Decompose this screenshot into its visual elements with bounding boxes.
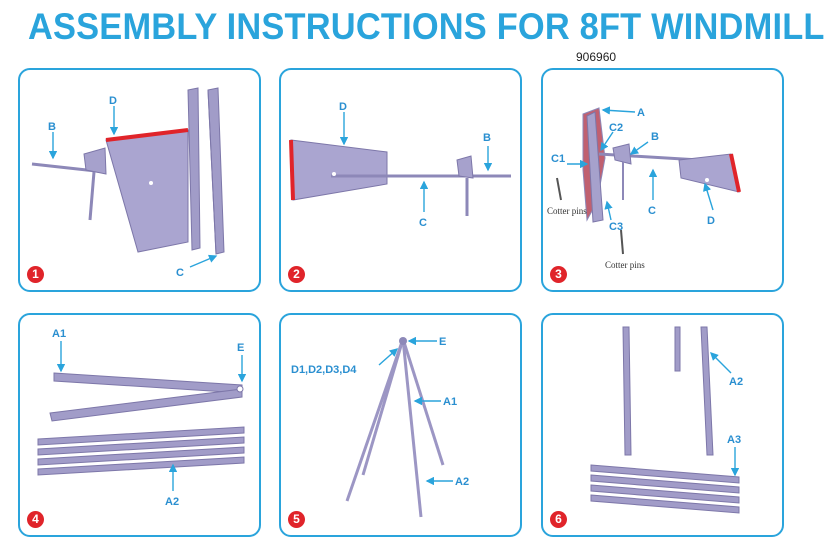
label-a1: A1	[443, 396, 457, 408]
step-number: 4	[27, 511, 44, 528]
step-6-panel: A2 A3 6	[541, 313, 784, 537]
step-2-panel: D B C 2	[279, 68, 522, 292]
label-c: C	[419, 217, 427, 229]
step-1-panel: D B C 1	[18, 68, 261, 292]
note-cotter-pins-1: Cotter pins	[547, 206, 587, 216]
step-6-diagram: A2 A3	[590, 326, 743, 514]
label-c3: C3	[609, 221, 623, 233]
step-number: 6	[550, 511, 567, 528]
label-a: A	[637, 107, 645, 119]
step-4-panel: A1 E A2 4	[18, 313, 261, 537]
label-a2: A2	[165, 496, 179, 508]
step-number: 1	[27, 266, 44, 283]
label-d: D	[109, 95, 117, 107]
step-2-diagram: D B C	[289, 101, 511, 229]
label-a3: A3	[727, 434, 741, 446]
label-b: B	[651, 131, 659, 143]
step-number: 3	[550, 266, 567, 283]
label-a2: A2	[455, 476, 469, 488]
label-d: D	[339, 101, 347, 113]
label-c2: C2	[609, 122, 623, 134]
step-3-diagram: Cotter pins Cotter pins A C2 B C1 C D C3	[547, 106, 741, 270]
label-d: D	[707, 215, 715, 227]
step-3-panel: Cotter pins Cotter pins A C2 B C1 C D C3…	[541, 68, 784, 292]
label-c1: C1	[551, 153, 565, 165]
label-c: C	[176, 267, 184, 279]
product-code: 906960	[576, 50, 617, 64]
label-b: B	[48, 121, 56, 133]
label-b: B	[483, 132, 491, 144]
step-number: 2	[288, 266, 305, 283]
step-1-diagram: D B C	[31, 87, 225, 279]
label-e: E	[237, 342, 244, 354]
label-a2: A2	[729, 376, 743, 388]
label-c: C	[648, 205, 656, 217]
note-cotter-pins-2: Cotter pins	[605, 260, 645, 270]
page-title: ASSEMBLY INSTRUCTIONS FOR 8FT WINDMILL	[28, 6, 825, 47]
step-number: 5	[288, 511, 305, 528]
step-4-diagram: A1 E A2	[37, 328, 247, 508]
label-a1: A1	[52, 328, 66, 340]
step-5-diagram: E D1,D2,D3,D4 A1 A2	[291, 336, 469, 518]
label-e: E	[439, 336, 446, 348]
label-d1-d4: D1,D2,D3,D4	[291, 364, 357, 376]
step-5-panel: E D1,D2,D3,D4 A1 A2 5	[279, 313, 522, 537]
